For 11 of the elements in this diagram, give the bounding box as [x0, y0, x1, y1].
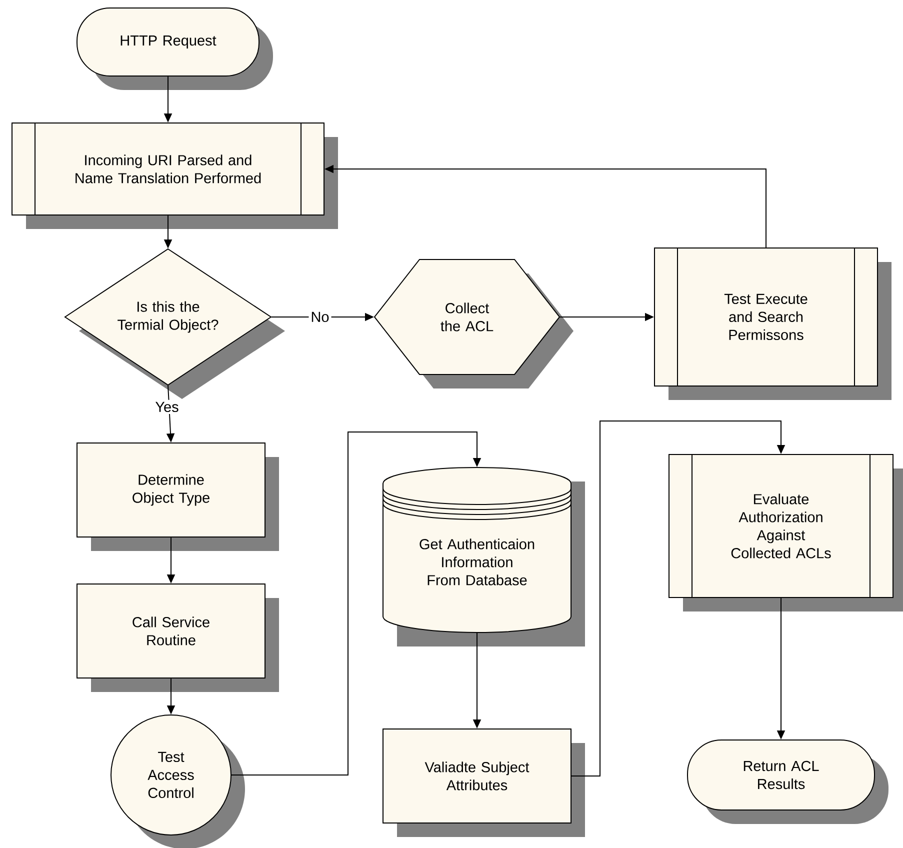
- process-box: Call Service Routine: [76, 583, 279, 692]
- arrow: [571, 420, 786, 776]
- process-box: Valiadte Subject Attributes: [382, 728, 585, 837]
- process-box: Determine Object Type: [76, 442, 279, 551]
- predefined-process-box: Incoming URI Parsed and Name Translation Performed: [12, 122, 338, 229]
- predefined-process-box: Evaluate Authorization Against Collected ACLs: [668, 454, 903, 612]
- arrow: [231, 431, 482, 776]
- edge-label: No: [308, 310, 332, 324]
- predefined-process-box: Test Execute and Search Permissons: [654, 247, 892, 400]
- database-cylinder: Get Authenticaion Information From Database: [382, 466, 585, 646]
- edge-label: Yes: [153, 400, 181, 414]
